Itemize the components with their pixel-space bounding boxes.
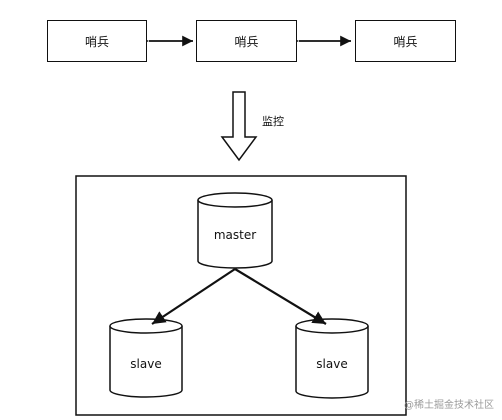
sentinel-label: 哨兵 — [234, 34, 259, 49]
replication-arrow-right — [234, 268, 327, 325]
watermark-text: @稀土掘金技术社区 — [404, 400, 494, 411]
replication-arrow-left — [151, 268, 236, 325]
monitor-label: 监控 — [262, 115, 284, 128]
slave-label-right: slave — [316, 357, 348, 371]
sentinel-node-2: 哨兵 — [196, 20, 297, 62]
sentinel-label: 哨兵 — [84, 34, 109, 49]
sentinel-node-3: 哨兵 — [355, 20, 456, 62]
slave-label-left: slave — [130, 357, 162, 371]
master-db-icon — [197, 192, 273, 269]
master-label: master — [213, 228, 257, 242]
sentinel-node-1: 哨兵 — [47, 20, 147, 62]
monitor-arrow — [220, 91, 258, 162]
slave-db-icon-right — [295, 318, 369, 399]
sentinel-label: 哨兵 — [393, 34, 418, 49]
cluster-container — [75, 175, 407, 416]
